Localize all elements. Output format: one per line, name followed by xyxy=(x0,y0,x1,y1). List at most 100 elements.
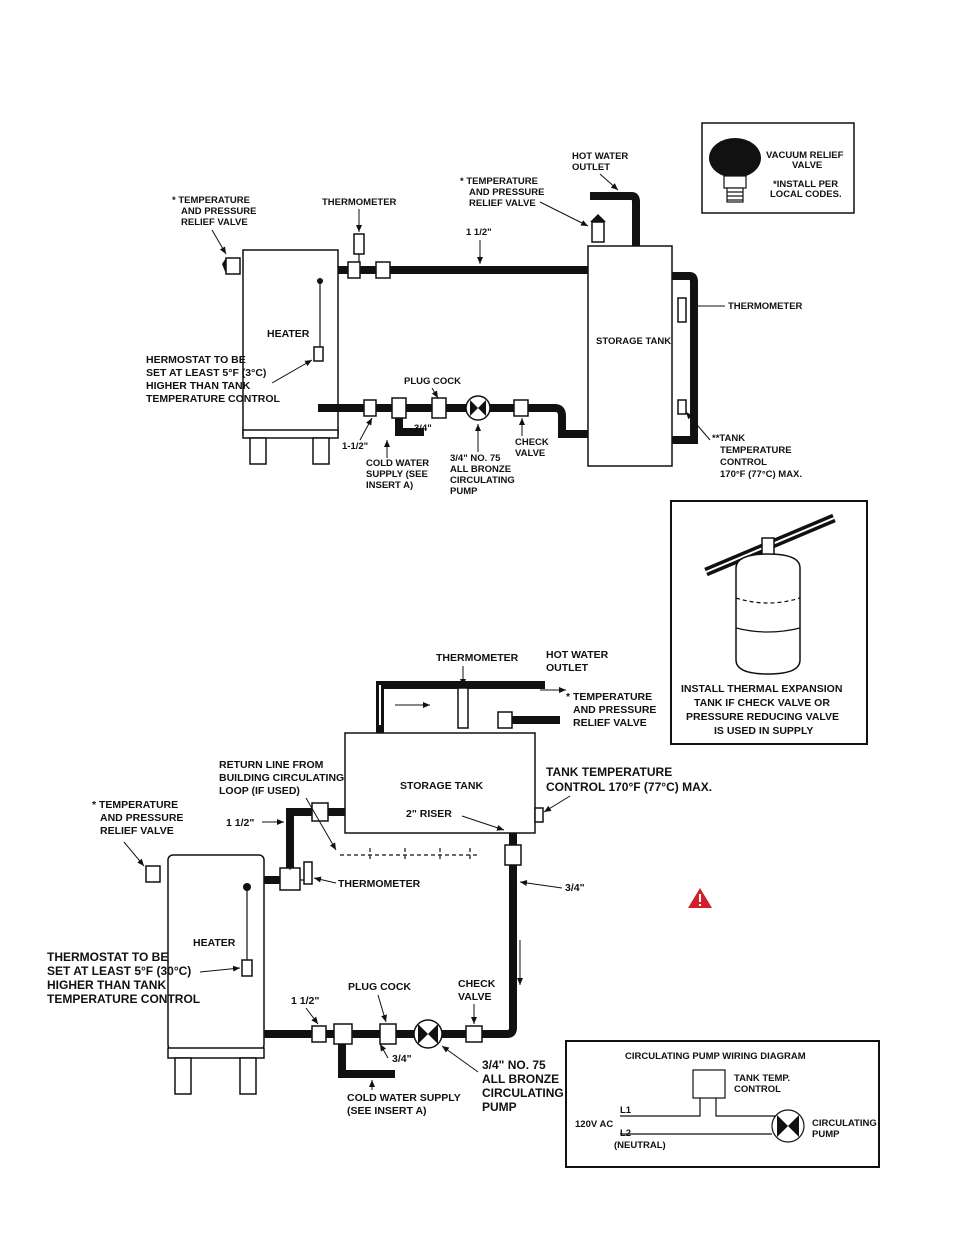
top-cold-water-label-3: INSERT A) xyxy=(366,480,413,491)
bottom-tank-temp-control xyxy=(534,807,544,823)
top-storage-tank xyxy=(587,245,673,467)
wiring-title: CIRCULATING PUMP WIRING DIAGRAM xyxy=(625,1051,806,1062)
wiring-control-label-2: CONTROL xyxy=(734,1084,781,1095)
bottom-tee xyxy=(333,1023,353,1045)
top-thermometer xyxy=(353,233,365,255)
bottom-tp-valve-left xyxy=(145,865,161,883)
bottom-thermostat-bulb xyxy=(241,959,253,977)
top-thermostat-note-1: HERMOSTAT TO BE xyxy=(146,354,246,366)
bottom-thermostat-knob xyxy=(243,883,251,891)
wiring-frame xyxy=(565,1040,880,1168)
bottom-lower-union xyxy=(311,1025,327,1043)
vacuum-note-2: LOCAL CODES. xyxy=(770,189,842,200)
top-side-thermometer-label: THERMOMETER xyxy=(728,301,803,312)
top-tp-valve-right xyxy=(591,221,605,243)
top-check-valve-label-2: VALVE xyxy=(515,448,545,459)
bottom-storage-tank xyxy=(344,732,536,834)
bottom-tp-left-label-2: AND PRESSURE xyxy=(100,812,183,824)
bottom-pump-label-1: 3/4" NO. 75 xyxy=(482,1058,546,1072)
wiring-l1-label: L1 xyxy=(620,1105,632,1116)
top-pump-label-2: ALL BRONZE xyxy=(450,464,511,475)
bottom-return-label-2: BUILDING CIRCULATING xyxy=(219,772,344,784)
vacuum-note-1: *INSTALL PER xyxy=(773,179,838,190)
bottom-plug-cock-label: PLUG COCK xyxy=(348,981,411,993)
top-tp-right-label-2: AND PRESSURE xyxy=(469,187,545,198)
top-thermometer-label: THERMOMETER xyxy=(322,197,397,208)
top-storage-tank-label: STORAGE TANK xyxy=(596,336,671,347)
top-tank-control-label-3: CONTROL xyxy=(720,457,767,468)
bottom-thermostat-note-3: HIGHER THAN TANK xyxy=(47,978,166,992)
wiring-l1-line xyxy=(620,1098,790,1117)
top-tp-left-label-3: RELIEF VALVE xyxy=(181,217,248,228)
wiring-diagram-inset: CIRCULATING PUMP WIRING DIAGRAM TANK TEM… xyxy=(565,1040,880,1168)
expansion-caption-4: IS USED IN SUPPLY xyxy=(714,725,813,737)
top-cold-water-label-2: SUPPLY (SEE xyxy=(366,469,428,480)
vacuum-title-2: VALVE xyxy=(792,160,822,171)
wiring-l2-label-2: (NEUTRAL) xyxy=(614,1140,666,1151)
wiring-pump-label-2: PUMP xyxy=(812,1129,840,1140)
vacuum-title-1: VACUUM RELIEF xyxy=(766,150,844,161)
bottom-thermostat-note-2: SET AT LEAST 5°F (30°C) xyxy=(47,964,191,978)
top-size-112-label: 1-1/2" xyxy=(342,441,368,452)
top-hot-outlet-label-1: HOT WATER xyxy=(572,151,628,162)
expansion-caption-2: TANK IF CHECK VALVE OR xyxy=(694,697,830,709)
bottom-tp-valve-right xyxy=(497,711,513,729)
bottom-thermostat-note-1: THERMOSTAT TO BE xyxy=(47,950,168,964)
bottom-heater-label: HEATER xyxy=(193,937,236,949)
wiring-voltage-label: 120V AC xyxy=(575,1119,613,1130)
bottom-return-label-3: LOOP (IF USED) xyxy=(219,785,300,797)
bottom-size-34-right-label: 3/4" xyxy=(565,882,585,894)
bottom-heater-leg-left xyxy=(174,1057,192,1095)
bottom-size-112-lower-label: 1 1/2" xyxy=(291,995,319,1007)
top-thermostat-note-4: TEMPERATURE CONTROL xyxy=(146,393,281,405)
top-thermostat-knob xyxy=(317,278,323,284)
top-tank-control-label-1: **TANK xyxy=(712,433,745,444)
top-heater-base xyxy=(242,429,339,439)
bottom-thermometer-label: THERMOMETER xyxy=(436,652,519,664)
bottom-check-valve-label-2: VALVE xyxy=(458,991,491,1003)
bottom-cold-water-label-2: (SEE INSERT A) xyxy=(347,1105,427,1117)
top-pump-label-4: PUMP xyxy=(450,486,478,497)
bottom-pump-label-4: PUMP xyxy=(482,1100,517,1114)
bottom-riser-tee xyxy=(279,867,301,891)
bottom-tp-right-label-3: RELIEF VALVE xyxy=(573,717,647,729)
top-thermostat-bulb xyxy=(313,346,324,362)
wiring-pump-label-1: CIRCULATING xyxy=(812,1118,877,1129)
top-tp-valve-left xyxy=(225,257,241,275)
top-cold-water-label-1: COLD WATER xyxy=(366,458,429,469)
top-side-thermometer xyxy=(677,297,687,323)
top-union xyxy=(375,261,391,279)
bottom-cold-water-label-1: COLD WATER SUPPLY xyxy=(347,1092,461,1104)
bottom-pump-label-2: ALL BRONZE xyxy=(482,1072,559,1086)
top-thermostat-note-3: HIGHER THAN TANK xyxy=(146,380,251,392)
top-check-valve xyxy=(513,399,529,417)
bottom-check-valve xyxy=(465,1025,483,1043)
bottom-check-valve-label-1: CHECK xyxy=(458,978,496,990)
top-tank-temp-control xyxy=(677,399,687,415)
bottom-size-112-upper-label: 1 1/2" xyxy=(226,817,254,829)
bottom-thermometer xyxy=(457,687,469,729)
bottom-return-pipe xyxy=(264,833,517,1038)
top-size-34-label: 3/4" xyxy=(414,423,432,434)
top-upper-fitting xyxy=(347,261,361,279)
bottom-riser-label: 2" RISER xyxy=(406,808,452,820)
bottom-cold-inlet-pipe xyxy=(338,1040,395,1078)
bottom-size-34-lower-label: 3/4" xyxy=(392,1053,412,1065)
top-heater-leg-right xyxy=(312,437,330,465)
top-heater-leg-left xyxy=(249,437,267,465)
top-pump-label-1: 3/4" NO. 75 xyxy=(450,453,501,464)
expansion-caption-3: PRESSURE REDUCING VALVE xyxy=(686,711,839,723)
top-check-valve-label-1: CHECK xyxy=(515,437,549,448)
top-tank-side-pipe xyxy=(672,272,698,444)
top-lower-union xyxy=(363,399,377,417)
bottom-riser-union xyxy=(311,802,329,822)
bottom-pump-label-3: CIRCULATING xyxy=(482,1086,564,1100)
top-tee xyxy=(391,397,407,419)
expansion-caption-1: INSTALL THERMAL EXPANSION xyxy=(681,683,842,695)
wiring-control-box xyxy=(692,1069,726,1099)
top-plug-cock xyxy=(431,397,447,419)
bottom-tp-left-label-1: * TEMPERATURE xyxy=(92,799,178,811)
top-plug-cock-label: PLUG COCK xyxy=(404,376,461,387)
wiring-l2-label-1: L2 xyxy=(620,1128,631,1139)
